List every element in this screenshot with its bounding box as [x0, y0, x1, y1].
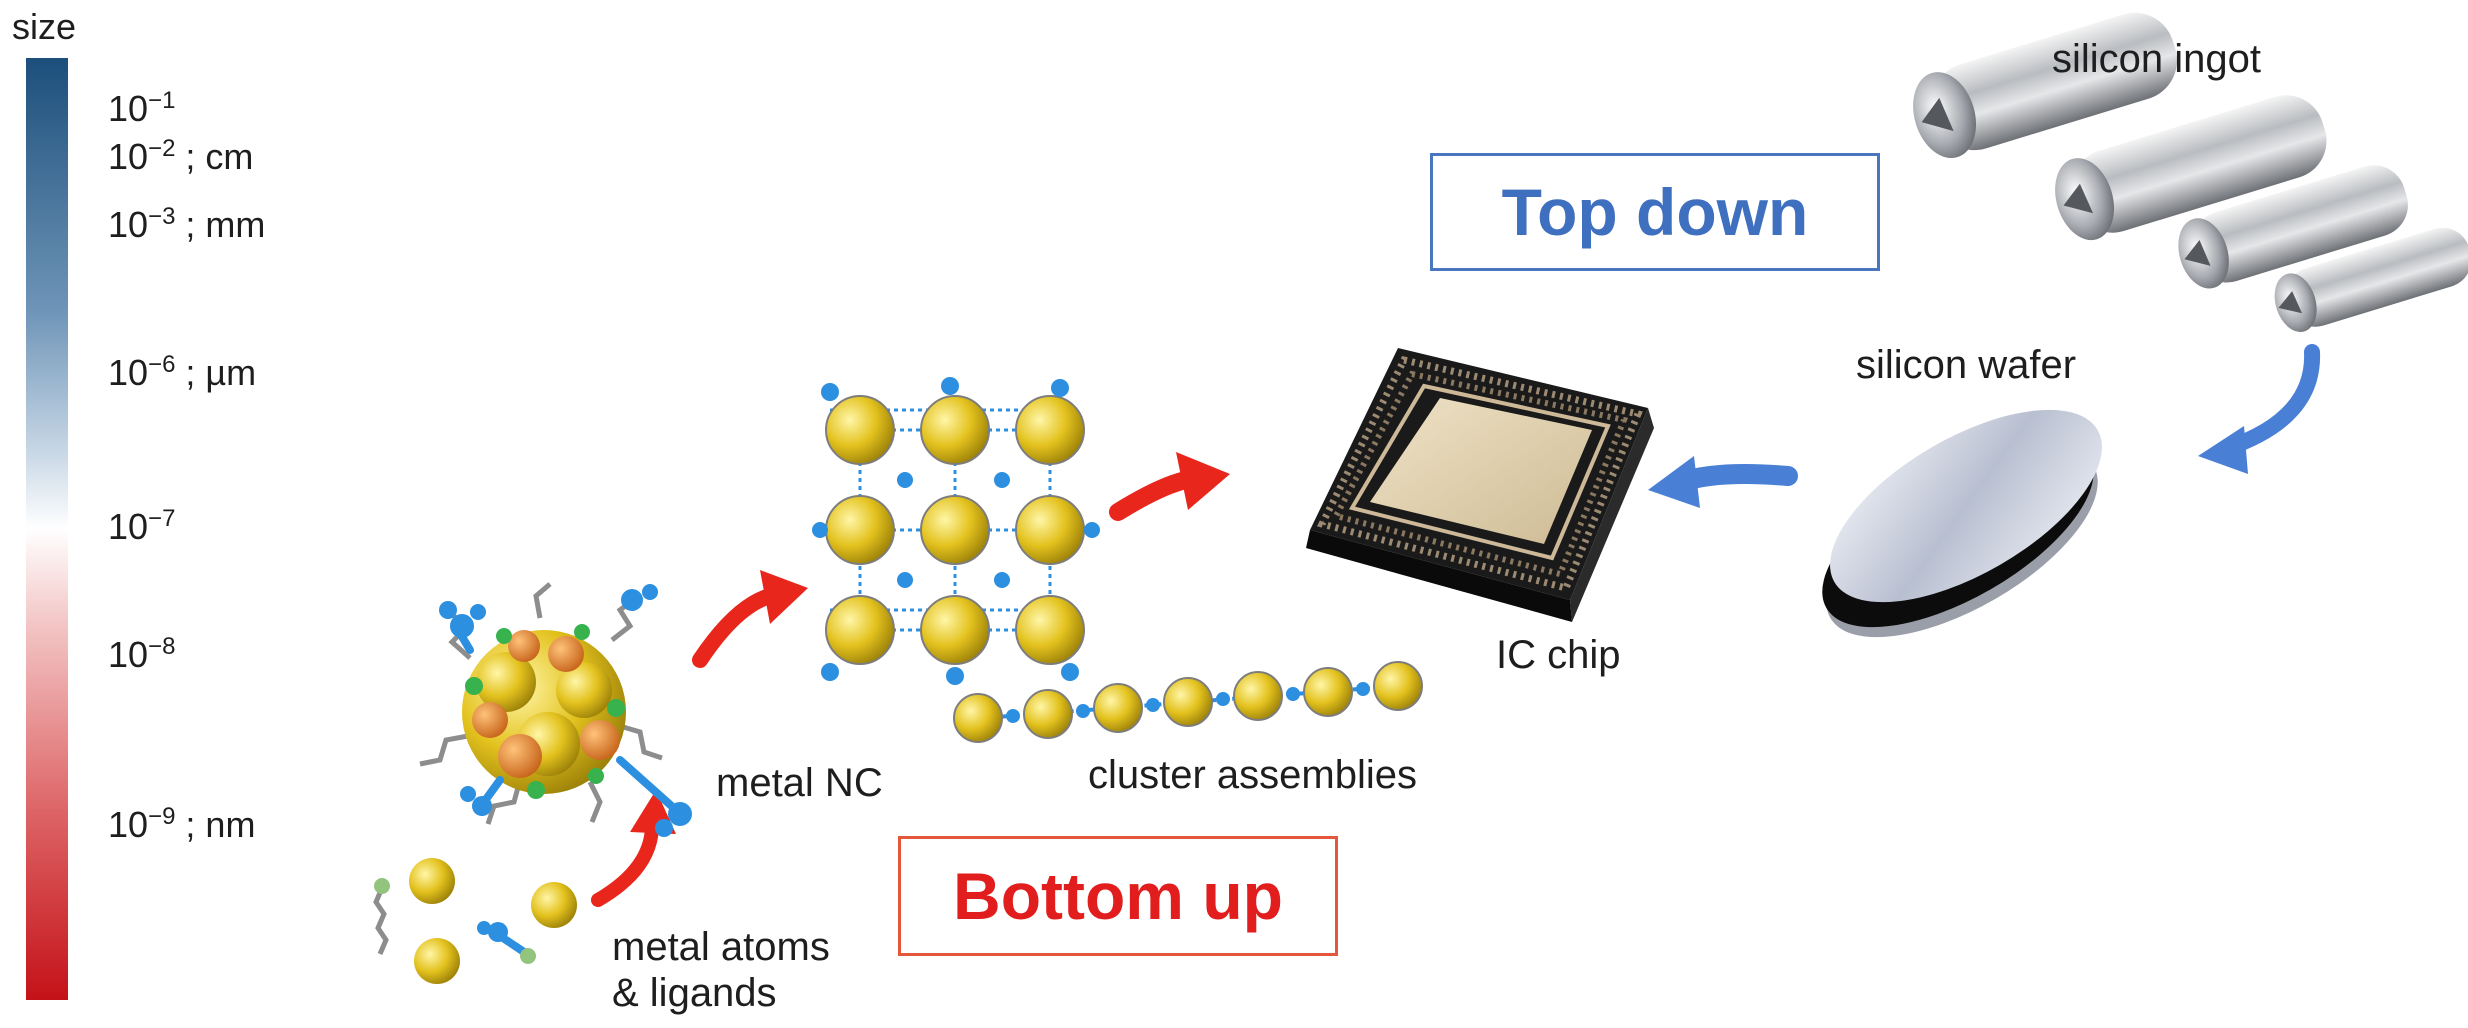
cluster-lattice-image: [812, 377, 1100, 685]
bottom-up-arrows: [591, 452, 1230, 907]
scale-tick-1: 10−1: [108, 87, 176, 129]
silicon-ingot-label: silicon ingot: [2052, 37, 2262, 81]
bottom-up-box: Bottom up: [898, 836, 1338, 956]
metal-nc-label: metal NC: [716, 761, 883, 805]
scale-tick-2: 10−2 ; cm: [108, 135, 254, 177]
top-down-label: Top down: [1501, 175, 1809, 249]
scale-tick-5: 10−7: [108, 505, 176, 547]
cluster-assemblies-label: cluster assemblies: [1088, 753, 1418, 797]
size-scale-bar: [26, 58, 68, 1000]
scale-tick-4: 10−6 ; µm: [108, 351, 257, 393]
top-down-arrows: [1648, 344, 2321, 508]
scale-title: size: [12, 6, 77, 47]
scale-tick-6: 10−8: [108, 633, 176, 675]
bottom-up-label: Bottom up: [953, 859, 1283, 933]
ic-chip-label: IC chip: [1496, 633, 1621, 677]
silicon-wafer-label: silicon wafer: [1856, 343, 2077, 387]
metal-atoms-label-line1: metal atoms: [612, 925, 830, 969]
silicon-wafer-image: [1822, 409, 2102, 638]
metal-nc-image: [419, 582, 692, 837]
metal-atoms-ligands-image: [373, 858, 577, 984]
metal-atoms-label-line2: & ligands: [612, 971, 777, 1015]
scale-tick-3: 10−3 ; mm: [108, 203, 266, 245]
cluster-chain-image: [953, 661, 1423, 743]
ic-chip-image: [1306, 348, 1654, 622]
silicon-ingot-image: [1913, 12, 2468, 332]
top-down-box: Top down: [1430, 153, 1880, 271]
scale-tick-7: 10−9 ; nm: [108, 803, 256, 845]
